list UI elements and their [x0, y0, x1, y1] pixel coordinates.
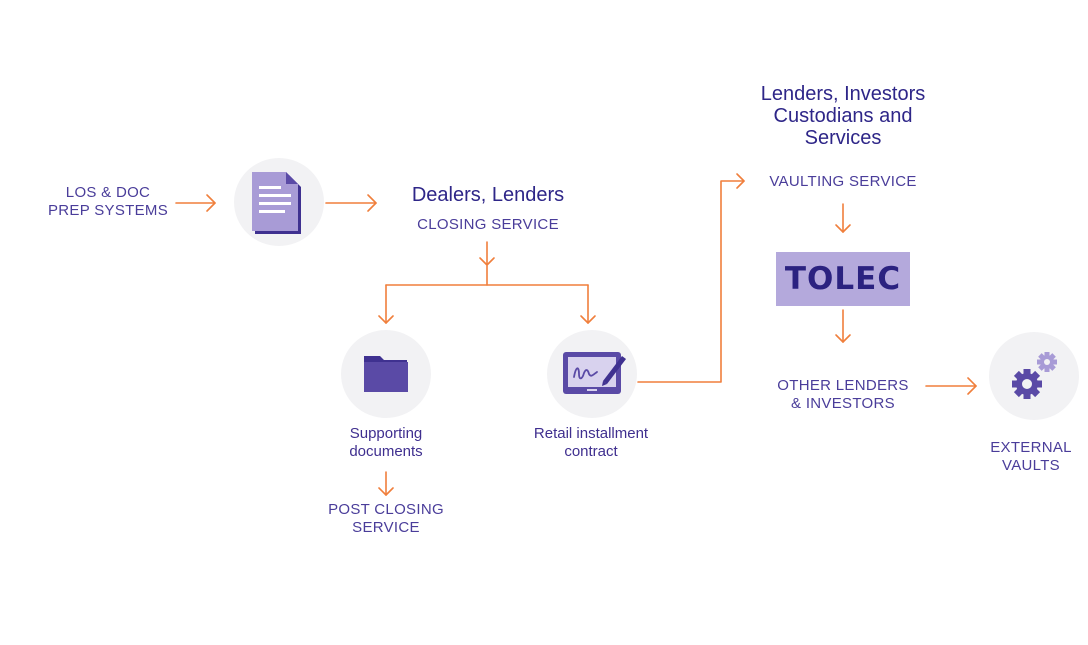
source-label: LOS & DOC PREP SYSTEMS: [47, 184, 169, 219]
arrow-closing-down: [479, 241, 495, 286]
tablet-signature-icon: [563, 352, 626, 394]
arrow-docs-to-post-closing: [378, 471, 394, 496]
arrow-other-to-external: [925, 377, 977, 395]
arrow-tolec-to-other: [835, 309, 851, 343]
external-vaults-label: EXTERNAL VAULTS: [990, 439, 1072, 474]
closing-service-label: CLOSING SERVICE: [417, 216, 559, 233]
post-closing-label: POST CLOSING SERVICE: [328, 501, 444, 536]
contract-node: [547, 330, 637, 418]
supporting-documents-label: Supporting documents: [349, 425, 423, 460]
document-icon: [252, 172, 301, 234]
vault-heading: Lenders, Investors Custodians and Servic…: [760, 83, 926, 149]
arrow-vault-to-tolec: [835, 203, 851, 233]
tolec-box: TOLEC: [776, 252, 910, 306]
folder-node: [341, 330, 431, 418]
closing-heading: Dealers, Lenders: [411, 184, 565, 206]
arrow-source-to-document: [175, 194, 216, 212]
arrow-document-to-closing: [325, 194, 377, 212]
retail-contract-label: Retail installment contract: [533, 425, 649, 460]
arrow-contract-to-vault: [637, 173, 745, 383]
arrow-split-branch: [378, 284, 596, 324]
folder-icon: [364, 356, 408, 392]
external-vaults-node: [989, 332, 1079, 420]
document-node: [234, 158, 324, 246]
other-lenders-label: OTHER LENDERS & INVESTORS: [777, 377, 909, 412]
vaulting-service-label: VAULTING SERVICE: [769, 173, 917, 190]
gears-icon: [1012, 352, 1057, 399]
